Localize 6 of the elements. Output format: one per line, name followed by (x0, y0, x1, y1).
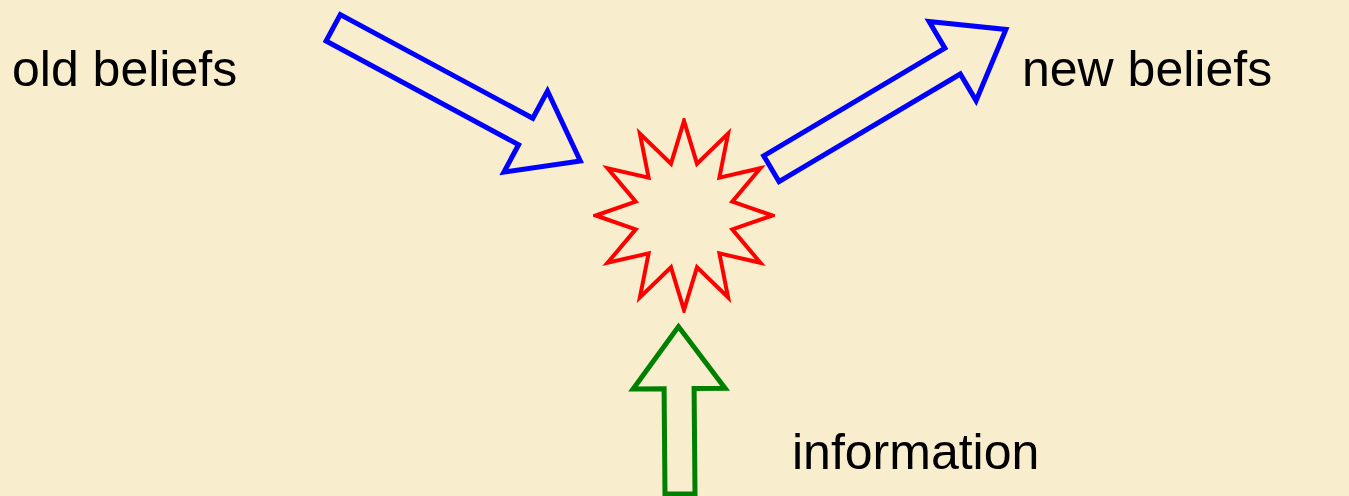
text-label: new beliefs (1022, 44, 1344, 98)
block-arrow (322, 11, 584, 176)
text-label: old beliefs (12, 44, 304, 98)
block-arrow (760, 18, 1010, 186)
edge-label: information (792, 427, 1040, 477)
block-arrow (628, 322, 731, 496)
